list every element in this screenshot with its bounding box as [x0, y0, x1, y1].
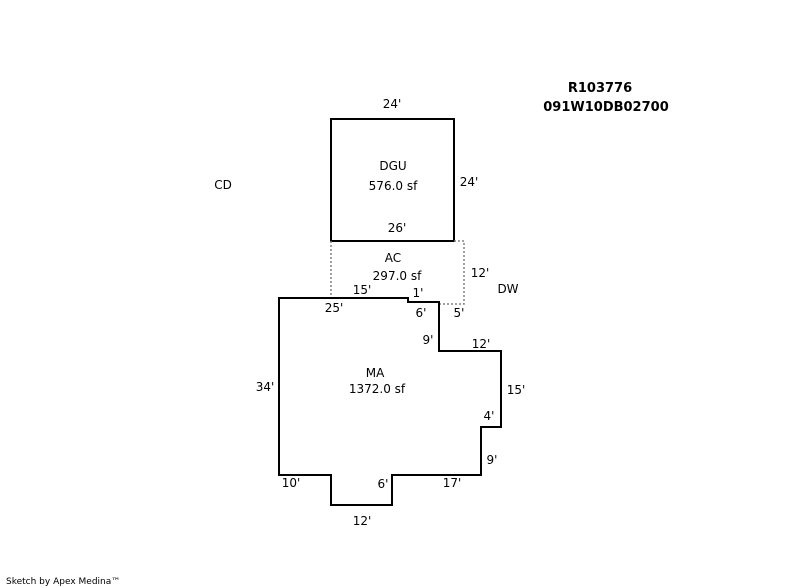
dim-ma-right: 15': [507, 383, 526, 397]
dim-dgu-top: 24': [383, 97, 402, 111]
dim-ma-step-right: 12': [472, 337, 491, 351]
dim-ma-notch-drop: 6': [416, 306, 427, 320]
ac-area: 297.0 sf: [373, 269, 422, 283]
dgu-outline: [330, 118, 455, 242]
dim-dgu-bottom: 26': [388, 221, 407, 235]
dim-ma-bottom: 12': [353, 514, 372, 528]
dim-ma-bottom-notch: 6': [378, 477, 389, 491]
annotation-dw: DW: [497, 282, 518, 296]
annotation-cd: CD: [214, 178, 232, 192]
dim-ma-bottom-left: 10': [282, 476, 301, 490]
ac-outline: [330, 240, 465, 305]
dgu-code: DGU: [379, 159, 406, 173]
dim-ma-top: 25': [325, 301, 344, 315]
dgu-area: 576.0 sf: [369, 179, 418, 193]
ma-code: MA: [366, 366, 385, 380]
dim-ma-left: 34': [256, 380, 275, 394]
dim-ma-lower-right: 9': [487, 453, 498, 467]
dim-ma-step-down: 9': [423, 333, 434, 347]
ac-code: AC: [385, 251, 401, 265]
parcel-id: R103776: [568, 81, 632, 96]
dim-ma-step-in: 4': [484, 409, 495, 423]
dim-ac-left-top: 15': [353, 283, 372, 297]
ma-outline: [278, 297, 502, 506]
dim-ac-bottom-right: 5': [454, 306, 465, 320]
dim-ac-notch-top: 1': [413, 286, 424, 300]
dim-ac-right: 12': [471, 266, 490, 280]
sketch-credit: Sketch by Apex Medina™: [6, 577, 120, 587]
dim-dgu-right: 24': [460, 175, 479, 189]
dim-ma-bottom-right: 17': [443, 476, 462, 490]
ma-area: 1372.0 sf: [349, 382, 406, 396]
map-id: 091W10DB02700: [543, 100, 669, 115]
